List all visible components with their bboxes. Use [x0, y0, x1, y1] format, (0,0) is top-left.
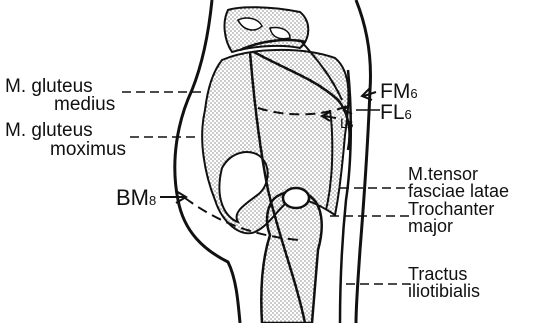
label-fm: FM6: [380, 80, 418, 103]
label-gluteus-maximus-1: M. gluteus: [5, 120, 93, 141]
label-fl: FL6: [380, 101, 412, 124]
label-trochanter-2: major: [408, 216, 453, 236]
body-outline-right: [356, 0, 370, 323]
label-bm: BM8: [116, 185, 156, 210]
arrow-bm: [160, 191, 186, 203]
label-tractus-2: iliotibialis: [408, 281, 480, 301]
label-tensor-2: fasciae latae: [408, 181, 509, 201]
label-gluteus-maximus-2: moximus: [50, 139, 126, 160]
femoral-head: [283, 188, 309, 208]
arrow-fm: [362, 88, 376, 100]
femur-shaft: [261, 192, 321, 323]
label-gluteus-medius-2: medius: [54, 94, 115, 115]
sacrum-region: [225, 7, 309, 52]
